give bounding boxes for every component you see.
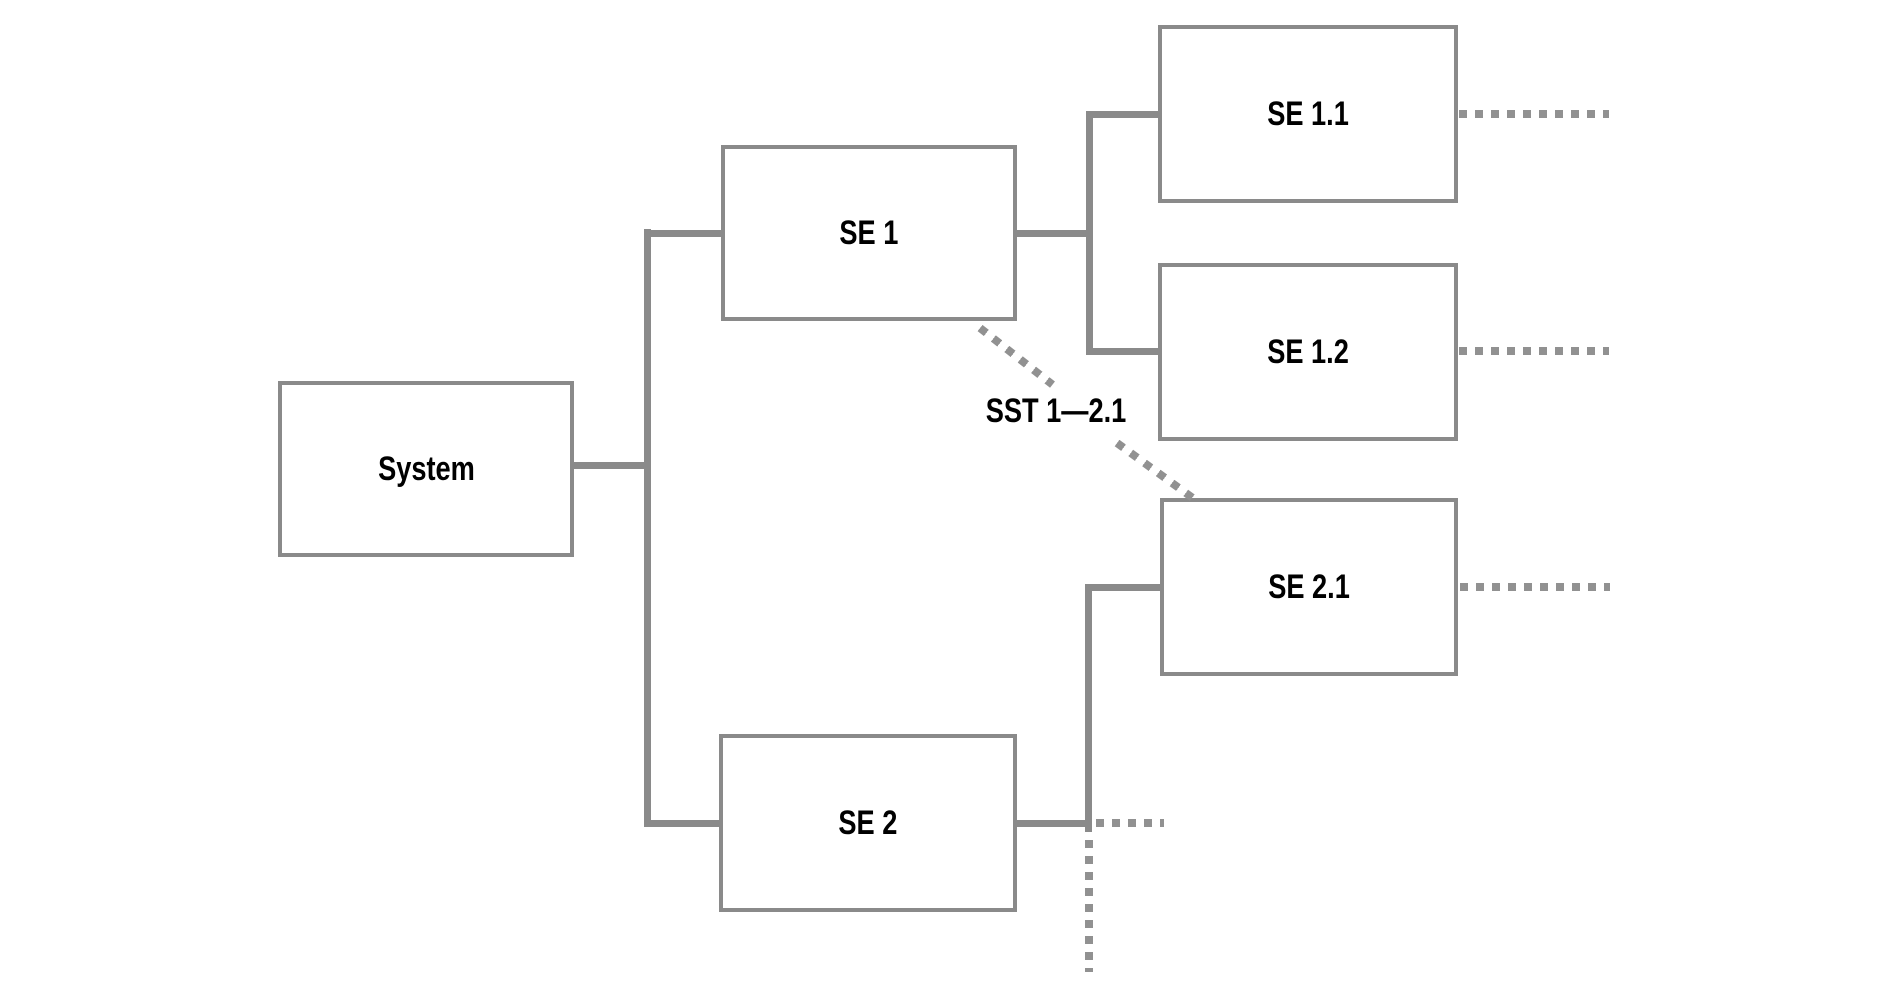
box-se-1: SE 1 — [721, 145, 1017, 321]
dotted-continuation-se-1-2 — [1459, 347, 1609, 355]
box-se-1-label: SE 1 — [839, 213, 899, 252]
trace-label-sst-1-2-1: SST 1—2.1 — [985, 392, 1127, 430]
connector-trunk-to-se-2 — [644, 820, 719, 827]
box-se-1-1-label: SE 1.1 — [1267, 94, 1349, 133]
connector-trunk-se-2-children — [1085, 584, 1092, 832]
box-se-1-2: SE 1.2 — [1158, 263, 1458, 441]
box-se-1-1: SE 1.1 — [1158, 25, 1458, 203]
box-se-2-label: SE 2 — [838, 803, 898, 842]
dashed-trace-segment-lower — [1114, 439, 1201, 506]
dotted-continuation-se-2-right — [1096, 819, 1164, 827]
connector-se-2-to-trunk — [1016, 820, 1092, 827]
connector-trunk-system-children — [644, 229, 651, 827]
connector-system-to-trunk — [574, 462, 651, 469]
box-system-label: System — [377, 449, 475, 488]
box-se-2: SE 2 — [719, 734, 1017, 912]
connector-se-1-to-trunk — [1016, 230, 1093, 237]
connector-trunk-to-se-1 — [644, 230, 721, 237]
connector-trunk-to-se-1-1 — [1086, 111, 1158, 118]
dotted-continuation-se-1-1 — [1459, 110, 1609, 118]
connector-trunk-se-1-children — [1086, 111, 1093, 355]
dotted-continuation-se-2-down — [1085, 840, 1093, 972]
connector-trunk-to-se-2-1 — [1085, 584, 1160, 591]
box-se-2-1-label: SE 2.1 — [1268, 567, 1350, 606]
box-se-1-2-label: SE 1.2 — [1267, 332, 1349, 371]
box-system: System — [278, 381, 574, 557]
dashed-trace-segment-upper — [977, 324, 1055, 388]
box-se-2-1: SE 2.1 — [1160, 498, 1458, 676]
dotted-continuation-se-2-1 — [1460, 583, 1610, 591]
connector-trunk-to-se-1-2 — [1086, 348, 1158, 355]
